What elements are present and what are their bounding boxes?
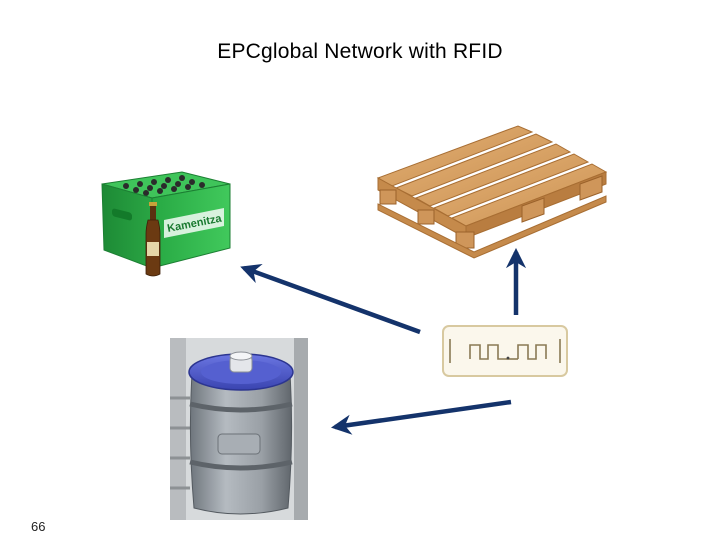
page-number: 66: [31, 519, 46, 534]
rfid-tag-icon: [442, 325, 568, 377]
beer-keg-icon: [170, 338, 308, 520]
wooden-pallet-icon: [376, 125, 608, 259]
arrow-tag-to-keg: [330, 399, 512, 435]
arrow-tag-to-crate: [240, 264, 421, 335]
slide-title: EPCglobal Network with RFID: [217, 40, 503, 63]
beer-crate-icon: Kamenitza: [101, 171, 231, 277]
